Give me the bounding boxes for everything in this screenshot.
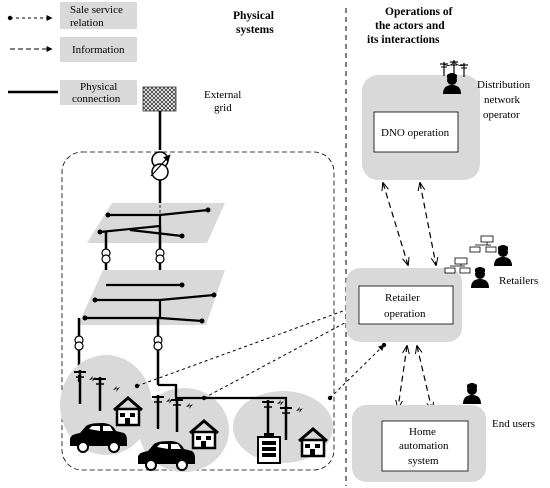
end-users-label: End users: [492, 418, 535, 430]
retailers-label: Retailers: [499, 275, 538, 287]
operations-title-line1: Operations of: [385, 6, 453, 18]
end-user-person-icon: [463, 383, 481, 404]
retailer-home-info-arrow: [398, 346, 407, 408]
retailer-operation-line2: operation: [384, 308, 426, 320]
legend: Sale service relation Information Physic…: [7, 2, 137, 105]
physical-systems-title-line2: systems: [236, 24, 274, 36]
secondary-transformer-icon: [101, 248, 111, 264]
mv-network-nodes: [97, 207, 211, 239]
physical-systems-title-line1: Physical: [233, 10, 274, 22]
legend-physical-line2: connection: [72, 93, 121, 105]
operations-title-line3: its interactions: [367, 34, 440, 46]
power-tower-icon: [439, 59, 469, 78]
legend-information: Information: [72, 44, 125, 56]
external-grid-label-line2: grid: [214, 102, 232, 114]
dno-retailer-info-arrow: [420, 183, 436, 265]
lv-transformer-icon: [153, 335, 163, 351]
legend-box-physical: [60, 80, 137, 105]
secondary-transformer-icon: [155, 248, 165, 264]
sale-service-links: [136, 306, 385, 399]
dno-actor-line2: network: [484, 94, 521, 106]
dno-operation-label: DNO operation: [381, 127, 450, 139]
retailer-person-icon: [494, 245, 512, 266]
lv-network-nodes: [82, 282, 217, 324]
retailer-operation-box: [358, 285, 454, 325]
operations-title-line2: the actors and: [375, 20, 445, 32]
lv-network-lines: [85, 283, 215, 323]
legend-sale-line2: relation: [70, 17, 104, 29]
legend-sale-line1: Sale service: [70, 4, 123, 16]
home-automation-line2: automation: [399, 440, 449, 452]
main-transformer-icon: [150, 151, 171, 181]
retailer-person-icon: [471, 267, 489, 288]
home-automation-box: [381, 420, 469, 472]
legend-box-sale: [60, 2, 137, 29]
external-grid-icon: [142, 86, 177, 112]
dno-operation-box: [373, 111, 459, 153]
lv-network-plane: [78, 270, 225, 325]
dno-actor-line3: operator: [483, 109, 520, 121]
org-chart-icon: [444, 235, 497, 274]
dno-retailer-info-arrow: [383, 183, 408, 265]
retailer-home-info-arrow: [417, 346, 432, 410]
physical-network-container: [61, 151, 335, 471]
legend-physical-line1: Physical: [80, 81, 117, 93]
battery-icon: [257, 433, 281, 464]
external-grid-label-line1: External: [204, 89, 241, 101]
retailer-operation-line1: Retailer: [385, 292, 420, 304]
home-automation-line1: Home: [409, 426, 436, 438]
legend-box-info: [60, 37, 137, 62]
dno-actor-line1: Distribution: [477, 79, 531, 91]
home-automation-line3: system: [408, 455, 439, 467]
mv-network-plane: [87, 203, 225, 243]
lv-transformer-icon: [74, 335, 84, 351]
